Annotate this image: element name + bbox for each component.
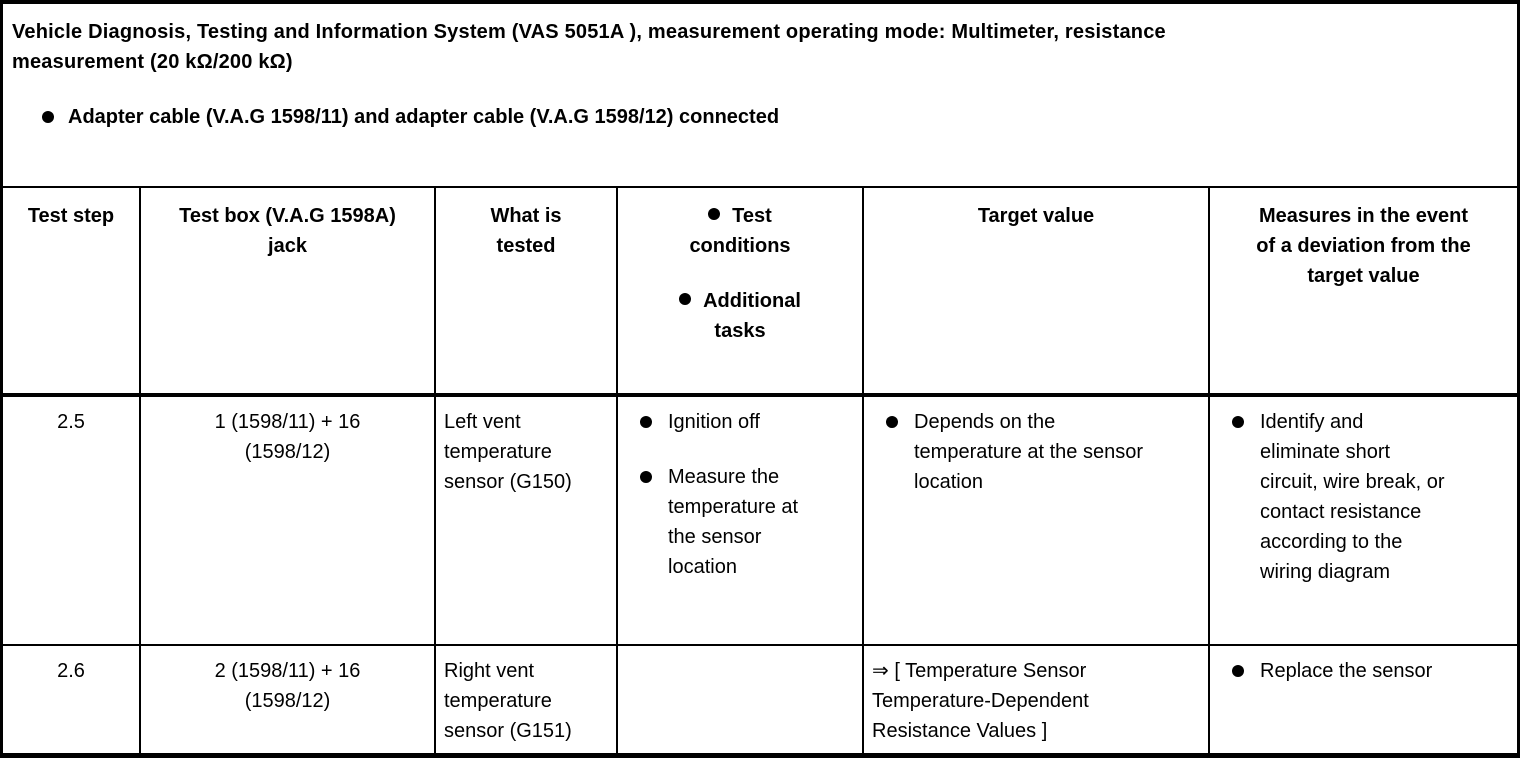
condition-text: Measure the temperature at the sensor lo… (668, 466, 799, 578)
cell-test-step: 2.6 (3, 644, 141, 753)
bullet-icon (640, 416, 652, 428)
bullet-icon (679, 293, 692, 305)
table-row-test-step-2-5: 2.5 1 (1598/11) + 16 (1598/12) Left vent… (3, 394, 1517, 646)
col-header-label: Measures in the event of a deviation fro… (1256, 205, 1471, 287)
list-item: Identify and eliminate short circuit, wi… (1232, 407, 1513, 587)
col-header-test-step: Test step (3, 186, 141, 397)
cell-target-value: ⇒ [ Temperature Sensor Temperature-Depen… (862, 644, 1210, 753)
cell-test-box-jack: 2 (1598/11) + 16 (1598/12) (139, 644, 436, 753)
col-header-label: Target value (977, 205, 1095, 227)
list-item: Ignition off (640, 407, 858, 437)
table-row-test-step-2-6: 2.6 2 (1598/11) + 16 (1598/12) Right ven… (3, 644, 1517, 753)
list-item: Depends on the temperature at the sensor… (886, 407, 1204, 497)
measure-text: Replace the sensor (1260, 660, 1433, 682)
table-header-row: Test step Test box (V.A.G 1598A) jack Wh… (3, 186, 1517, 397)
col-header-what-is-tested: What is tested (434, 186, 618, 397)
measure-text: Identify and eliminate short circuit, wi… (1260, 411, 1445, 583)
condition-text: Ignition off (668, 411, 760, 433)
cell-target-value: Depends on the temperature at the sensor… (862, 394, 1210, 646)
intro-section: Vehicle Diagnosis, Testing and Informati… (3, 4, 1517, 186)
bullet-icon (42, 111, 54, 123)
cell-test-conditions (616, 644, 864, 753)
col-header-label: Test conditions (689, 205, 791, 257)
bullet-icon (1232, 416, 1244, 428)
col-header-target-value: Target value (862, 186, 1210, 397)
cell-test-box-jack: 1 (1598/11) + 16 (1598/12) (139, 394, 436, 646)
col-header-label: Test box (V.A.G 1598A) jack (179, 205, 396, 257)
col-header-label: Additional tasks (703, 290, 801, 342)
header-bullet-item: Test conditions (622, 201, 858, 261)
header-bullet-item: Additional tasks (622, 286, 858, 346)
col-header-label: What is tested (490, 205, 562, 257)
target-value-text: Depends on the temperature at the sensor… (914, 411, 1144, 493)
list-item: Measure the temperature at the sensor lo… (640, 462, 858, 582)
cell-what-is-tested: Right vent temperature sensor (G151) (434, 644, 618, 753)
cell-test-step: 2.5 (3, 394, 141, 646)
intro-bullet-item: Adapter cable (V.A.G 1598/11) and adapte… (12, 102, 1507, 132)
col-header-test-conditions: Test conditions Additional tasks (616, 186, 864, 397)
cell-measures: Identify and eliminate short circuit, wi… (1208, 394, 1517, 646)
bullet-icon (640, 471, 652, 483)
bullet-icon (708, 208, 721, 220)
col-header-test-box-jack: Test box (V.A.G 1598A) jack (139, 186, 436, 397)
col-header-measures: Measures in the event of a deviation fro… (1208, 186, 1517, 397)
cell-measures: Replace the sensor (1208, 644, 1517, 753)
page-title: Vehicle Diagnosis, Testing and Informati… (12, 21, 1166, 73)
list-item: Replace the sensor (1232, 656, 1513, 686)
cell-test-conditions: Ignition off Measure the temperature at … (616, 394, 864, 646)
temperature-sensor-resistance-values-link[interactable]: ⇒ [ Temperature Sensor Temperature-Depen… (872, 660, 1089, 742)
diagnosis-test-table: Test step Test box (V.A.G 1598A) jack Wh… (3, 186, 1517, 753)
bullet-icon (886, 416, 898, 428)
cell-what-is-tested: Left vent temperature sensor (G150) (434, 394, 618, 646)
intro-bullet-text: Adapter cable (V.A.G 1598/11) and adapte… (68, 106, 780, 128)
bullet-icon (1232, 665, 1244, 677)
col-header-label: Test step (27, 205, 115, 227)
